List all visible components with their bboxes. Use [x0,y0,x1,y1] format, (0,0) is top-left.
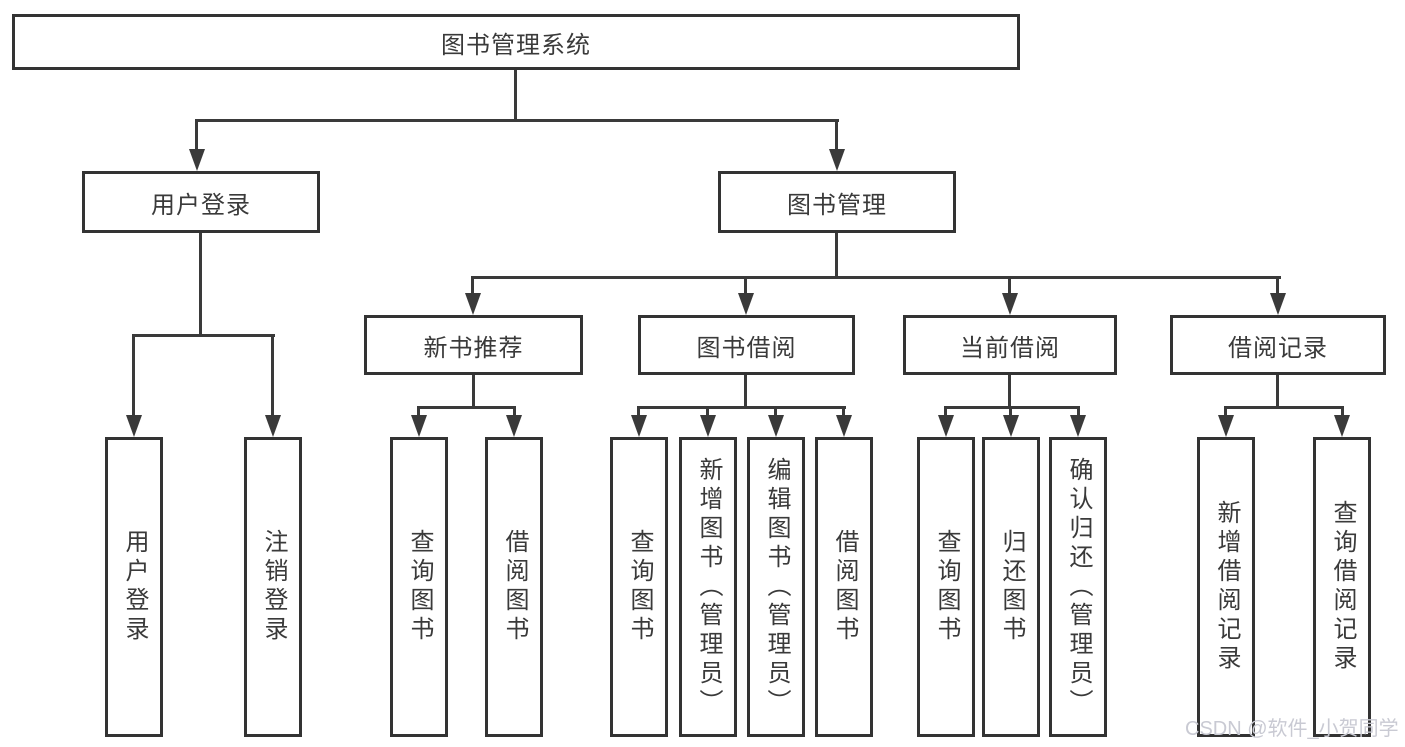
node-library-management-system: 图书管理系统 [12,14,1020,70]
arrowhead-cu3 [1070,415,1086,437]
arrowhead-user-login [189,149,205,171]
node-book-borrowing: 图书借阅 [638,315,855,375]
leaf-query-borrow-record: 查询借阅记录 [1313,437,1371,737]
leaf-user-login: 用户登录 [105,437,163,737]
connector-login-rail [132,334,275,337]
connector-current-stem [1008,375,1011,408]
connector-borrow-stem [744,375,747,408]
connector-newbook-stem [472,375,475,408]
leaf-borrow-books: 借阅图书 [815,437,873,737]
node-borrowing-records: 借阅记录 [1170,315,1386,375]
connector-root-stem [514,70,517,122]
node-new-book-recommendation: 新书推荐 [364,315,583,375]
connector-borrow-rail [637,406,846,409]
leaf-add-book-admin: 新增图书（管理员） [679,437,737,737]
leaf-add-borrow-record: 新增借阅记录 [1197,437,1255,737]
connector-to-records [1276,276,1279,296]
node-current-borrowing: 当前借阅 [903,315,1117,375]
connector-to-leaf-logout [271,334,274,417]
connector-to-br3 [774,406,777,417]
arrowhead-re2 [1334,415,1350,437]
connector-to-book-management [835,119,838,151]
leaf-query-books-recommend: 查询图书 [390,437,448,737]
arrowhead-cu1 [938,415,954,437]
arrowhead-book-management [829,149,845,171]
connector-to-re2 [1341,406,1344,417]
connector-to-leaf-user-login [132,334,135,417]
connector-to-nb1 [417,406,420,417]
arrowhead-borrow [738,293,754,315]
arrowhead-br4 [836,415,852,437]
connector-mgmt-stem [835,233,838,278]
arrowhead-leaf-logout [265,415,281,437]
connector-to-cu3 [1077,406,1080,417]
node-book-management: 图书管理 [718,171,956,233]
connector-to-cu2 [1009,406,1012,417]
arrowhead-br1 [631,415,647,437]
leaf-logout: 注销登录 [244,437,302,737]
arrowhead-leaf-user-login [126,415,142,437]
leaf-query-books-current: 查询图书 [917,437,975,737]
connector-to-cu1 [944,406,947,417]
connector-mgmt-rail [471,276,1281,279]
connector-records-stem [1276,375,1279,408]
arrowhead-current [1002,293,1018,315]
arrowhead-cu2 [1003,415,1019,437]
leaf-confirm-return-admin: 确认归还（管理员） [1049,437,1107,737]
arrowhead-records [1270,293,1286,315]
connector-to-borrow [744,276,747,296]
leaf-query-books-borrow: 查询图书 [610,437,668,737]
connector-to-br2 [706,406,709,417]
connector-records-rail [1224,406,1344,409]
connector-current-rail [944,406,1080,409]
connector-to-user-login [195,119,198,151]
arrowhead-re1 [1218,415,1234,437]
connector-to-re1 [1224,406,1227,417]
leaf-borrow-books-recommend: 借阅图书 [485,437,543,737]
arrowhead-nb2 [506,415,522,437]
connector-to-current [1008,276,1011,296]
connector-to-newbook [471,276,474,296]
arrowhead-br3 [768,415,784,437]
csdn-watermark: CSDN @软件_小贺同学 [1185,718,1399,740]
leaf-return-books: 归还图书 [982,437,1040,737]
connector-to-br4 [842,406,845,417]
arrowhead-newbook [465,293,481,315]
arrowhead-nb1 [411,415,427,437]
connector-login-stem [199,233,202,336]
connector-to-br1 [637,406,640,417]
connector-to-nb2 [513,406,516,417]
connector-newbook-rail [417,406,516,409]
arrowhead-br2 [700,415,716,437]
node-user-login: 用户登录 [82,171,320,233]
connector-root-rail [195,119,839,122]
leaf-edit-book-admin: 编辑图书（管理员） [747,437,805,737]
